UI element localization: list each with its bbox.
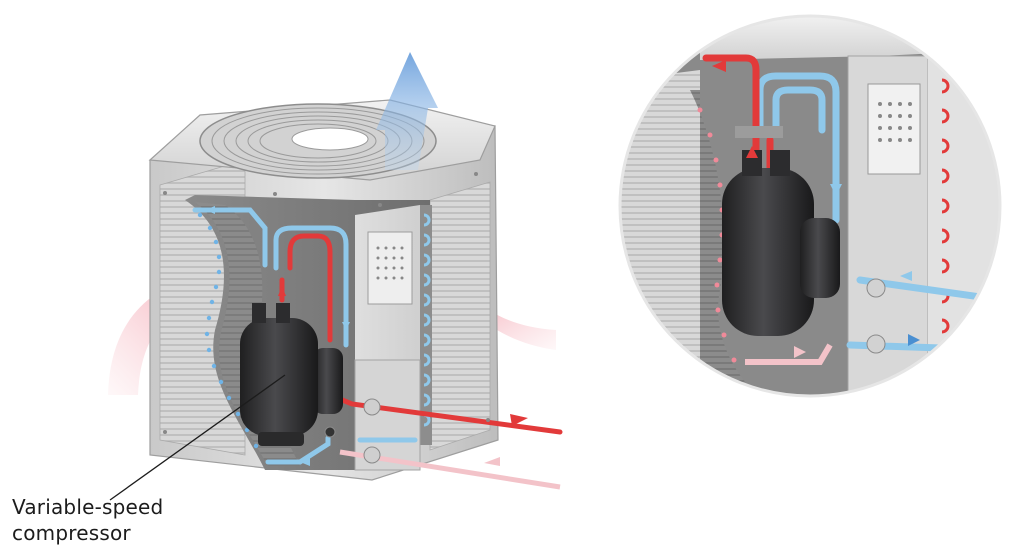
control-box-vents <box>376 246 404 280</box>
fan-hub <box>291 127 369 151</box>
callout-line-2: compressor <box>12 521 131 545</box>
variable-speed-compressor <box>240 303 318 446</box>
casing-bolts <box>163 172 490 434</box>
main-unit <box>108 52 563 490</box>
return-in-arrow <box>484 457 500 466</box>
exhaust-air-arrow <box>376 52 438 170</box>
hot-out-arrow <box>510 414 528 426</box>
cool-flow-arrows <box>205 206 350 466</box>
cool-refrigerant-lines <box>192 207 418 465</box>
grille-right <box>429 181 491 451</box>
zoom-circle-border <box>618 14 1002 398</box>
control-box <box>367 231 413 305</box>
discharge-arrow <box>278 286 286 296</box>
accumulator <box>313 348 343 414</box>
compressor-callout-label: Variable-speed compressor <box>12 494 272 546</box>
coil-tube-dots <box>197 212 259 449</box>
service-valves <box>324 398 381 464</box>
callout-leader-line <box>109 374 286 501</box>
callout-line-1: Variable-speed <box>12 495 164 519</box>
